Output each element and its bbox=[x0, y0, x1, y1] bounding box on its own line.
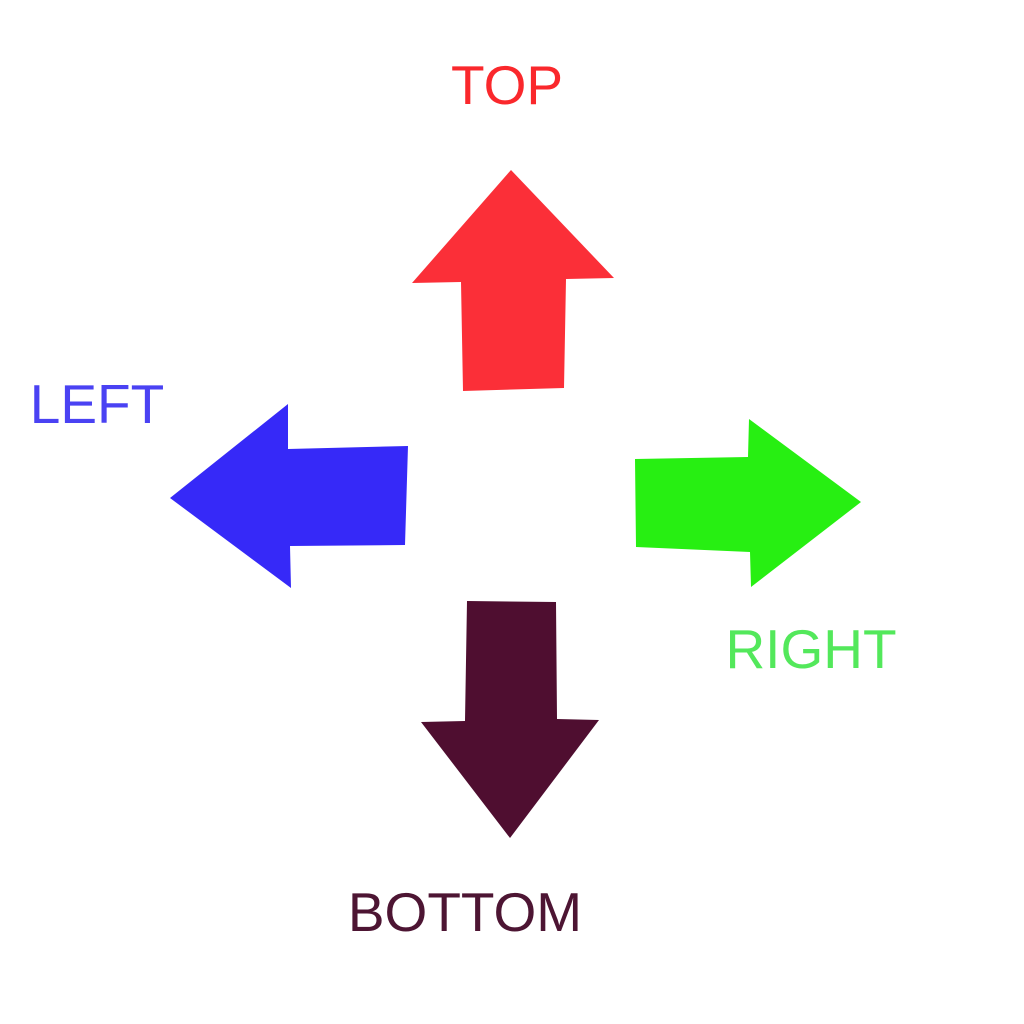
label-right: RIGHT bbox=[725, 618, 897, 680]
left-arrow-icon bbox=[170, 404, 408, 588]
down-arrow-icon bbox=[421, 601, 599, 838]
label-top: TOP bbox=[450, 54, 564, 116]
right-arrow-icon bbox=[635, 419, 861, 587]
label-left: LEFT bbox=[29, 373, 165, 435]
label-bottom: BOTTOM bbox=[347, 881, 583, 943]
up-arrow-icon bbox=[412, 170, 614, 391]
